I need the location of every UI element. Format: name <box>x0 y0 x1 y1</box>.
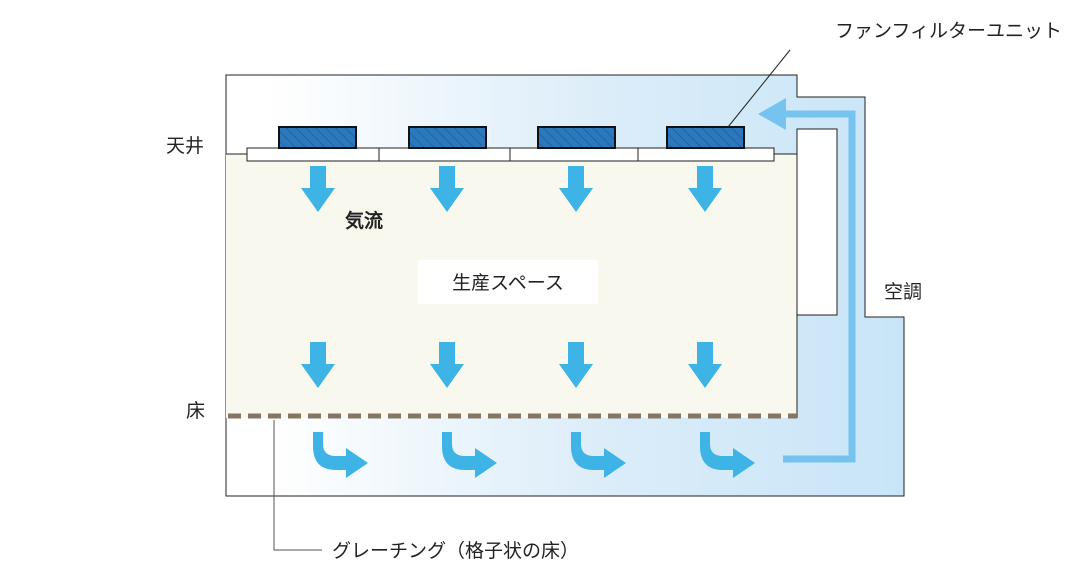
fan-filter-unit <box>408 126 487 149</box>
return-air-arrowhead <box>758 98 786 130</box>
ceiling-label: 天井 <box>166 135 204 157</box>
return-duct-void <box>796 128 838 316</box>
fan-filter-unit-label: ファンフィルターユニット <box>835 20 1062 42</box>
grating-leader-line <box>273 420 322 551</box>
production-space-label: 生産スペース <box>452 272 564 294</box>
ffu-leader-line <box>727 49 791 128</box>
airflow-label: 気流 <box>345 209 383 232</box>
return-air-path <box>783 110 856 463</box>
grating-label: グレーチング（格子状の床） <box>332 540 579 562</box>
production-space-label-box <box>418 260 598 304</box>
fan-filter-unit <box>537 126 616 149</box>
fan-filter-unit <box>278 126 357 149</box>
fan-filter-unit <box>666 126 745 149</box>
ceiling-panels <box>246 147 775 162</box>
air-conditioning-label: 空調 <box>884 281 922 303</box>
floor-label: 床 <box>186 400 205 422</box>
